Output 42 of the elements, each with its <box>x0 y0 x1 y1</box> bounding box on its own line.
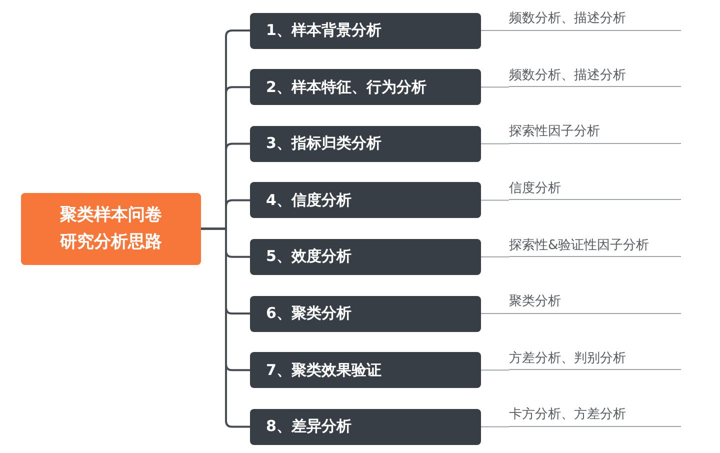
central-topic-text: 聚类样本问卷研究分析思路 <box>58 204 163 254</box>
branch-text: 1、样本背景分析 <box>266 21 382 40</box>
connector-line <box>201 228 250 428</box>
branch-text: 6、聚类分析 <box>266 304 352 323</box>
branch-text: 4、信度分析 <box>266 190 352 210</box>
leaf-text: 频数分析、描述分析 <box>509 12 626 26</box>
branch-box <box>250 69 481 106</box>
branch-text: 5、效度分析 <box>266 247 352 266</box>
branch-box <box>250 296 481 332</box>
connector-line <box>480 143 510 144</box>
branch-text: 3、指标归类分析 <box>266 134 382 154</box>
branch-box <box>250 126 481 162</box>
connector-line <box>480 200 510 201</box>
connector-line <box>480 86 510 88</box>
branch-text: 2、样本特征、行为分析 <box>266 78 426 97</box>
leaf-underline <box>509 292 681 314</box>
leaf-text: 方差分析、判别分析 <box>509 352 626 366</box>
leaf-underline <box>509 404 681 427</box>
leaf-text: 探索性因子分析 <box>509 125 600 140</box>
connector-line <box>480 313 510 314</box>
leaf-underline <box>509 348 681 370</box>
branch-box <box>250 352 481 388</box>
branch-box <box>250 12 481 48</box>
branch-text: 7、聚类效果验证 <box>266 360 382 380</box>
branch-text: 8、差异分析 <box>266 417 352 436</box>
leaf-underline <box>509 65 681 88</box>
leaf-text: 聚类分析 <box>509 295 561 310</box>
branch-box <box>250 182 481 218</box>
leaf-underline <box>509 122 681 144</box>
connector-line <box>480 30 510 31</box>
connector-line <box>480 370 510 371</box>
leaf-text: 卡方分析、方差分析 <box>509 408 626 423</box>
leaf-underline <box>509 178 681 200</box>
branch-box <box>250 238 481 275</box>
central-topic-box <box>21 192 201 265</box>
connector-line <box>480 256 510 258</box>
leaf-text: 信度分析 <box>509 182 561 196</box>
leaf-text: 探索性&验证性因子分析 <box>509 238 650 253</box>
leaf-text: 频数分析、描述分析 <box>509 68 626 84</box>
leaf-underline <box>509 8 681 30</box>
branch-box <box>250 408 481 445</box>
connector-line <box>480 426 510 428</box>
